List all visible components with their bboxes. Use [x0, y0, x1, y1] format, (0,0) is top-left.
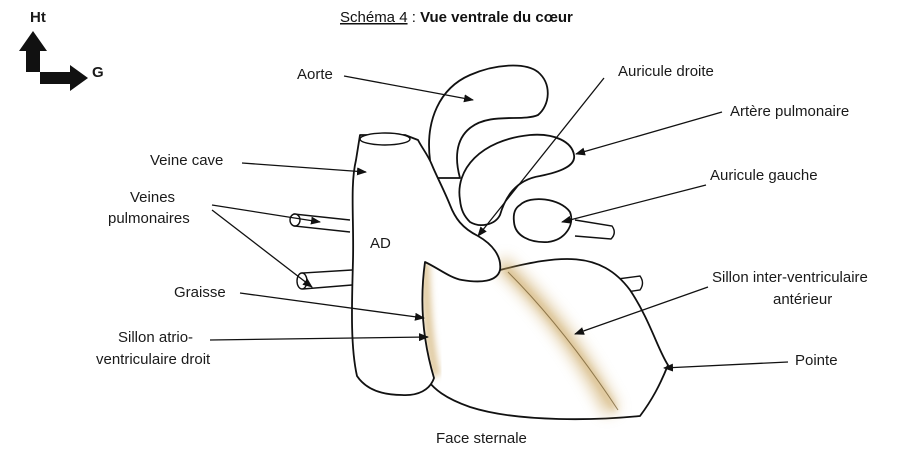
- label-sillon-iv-1: Sillon inter-ventriculaire: [712, 269, 868, 286]
- left-auricle-vessel: [574, 219, 615, 240]
- orientation-left-label: G: [92, 64, 104, 81]
- label-sillon-av-1: Sillon atrio-: [118, 329, 193, 346]
- up-arrow-icon: [19, 31, 47, 72]
- arrow-graisse: [239, 292, 425, 321]
- label-aorte: Aorte: [297, 66, 333, 83]
- arrow-sillon-av: [209, 333, 429, 342]
- arrow-veine-cave: [241, 162, 367, 176]
- label-artere-pulmonaire: Artère pulmonaire: [730, 103, 849, 120]
- arrow-artere-pulmonaire: [575, 111, 723, 156]
- arrow-pointe: [663, 361, 789, 372]
- label-veine-cave: Veine cave: [150, 152, 223, 169]
- upper-pulmonary-vein-end: [289, 213, 301, 227]
- lower-pulmonary-vein-end: [296, 272, 308, 290]
- orientation-up-label: Ht: [30, 9, 46, 26]
- arrow-veines-pulmonaires-upper: [211, 204, 321, 225]
- aortic-arch: [428, 64, 549, 179]
- label-pointe: Pointe: [795, 352, 838, 369]
- pulmonary-artery: [458, 133, 575, 226]
- right-atrium: [351, 134, 502, 396]
- leader-lines: [209, 75, 789, 372]
- label-veines-pulmonaires-2: pulmonaires: [108, 210, 190, 227]
- label-sillon-iv-2: antérieur: [773, 291, 832, 308]
- atrioventricular-fat: [420, 261, 441, 377]
- label-ad: AD: [370, 235, 391, 252]
- left-arrow-icon: [40, 65, 88, 91]
- label-auricule-droite: Auricule droite: [618, 63, 714, 80]
- label-sillon-av-2: ventriculaire droit: [96, 351, 211, 368]
- label-face-sternale: Face sternale: [436, 430, 527, 447]
- arrow-auricule-gauche: [561, 184, 707, 224]
- label-auricule-gauche: Auricule gauche: [710, 167, 818, 184]
- arrow-sillon-iv: [574, 286, 709, 335]
- arrow-veines-pulmonaires-lower: [211, 209, 313, 288]
- upper-pulmonary-vein: [290, 213, 351, 233]
- arrow-auricule-droite: [477, 77, 605, 237]
- vena-cava-opening: [359, 132, 411, 146]
- label-graisse: Graisse: [174, 284, 226, 301]
- orientation-indicator: Ht G: [19, 9, 104, 91]
- arrow-aorte: [343, 75, 474, 103]
- interventricular-groove-line: [507, 271, 619, 411]
- left-auricle: [512, 198, 573, 243]
- label-veines-pulmonaires-1: Veines: [130, 189, 175, 206]
- diagram-title: Schéma 4 : Vue ventrale du cœur: [340, 9, 573, 26]
